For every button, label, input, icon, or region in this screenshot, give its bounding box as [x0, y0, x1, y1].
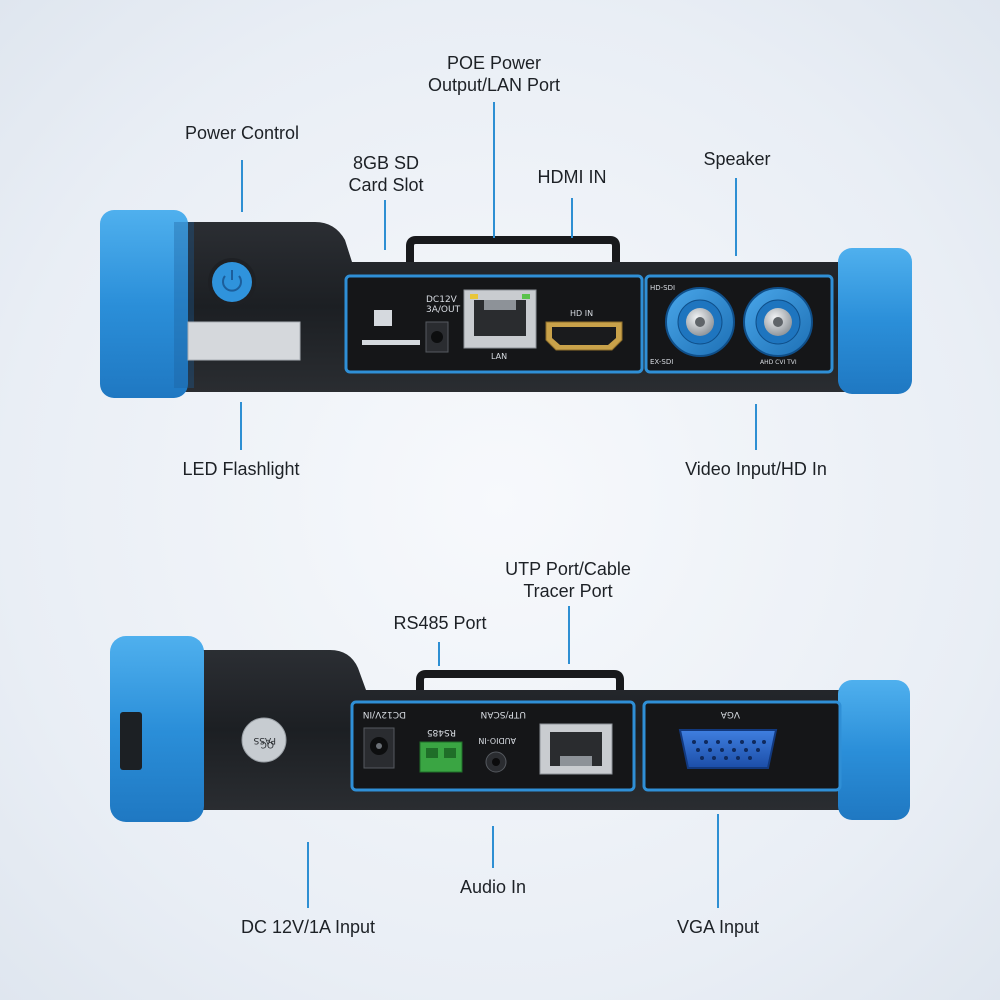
- leader-line: [735, 178, 737, 256]
- dc12v-label: DC12V: [426, 295, 458, 305]
- audio-in-label: AUDIO-IN: [478, 736, 516, 745]
- dc12v-in-label: DC12V/IN: [363, 709, 406, 719]
- leader-line: [240, 402, 242, 450]
- ex-sdi-label: EX-SDI: [650, 358, 673, 366]
- leader-line: [571, 198, 573, 238]
- leader-line: [717, 814, 719, 908]
- vga-port[interactable]: [678, 729, 778, 769]
- callout-rs485-port: RS485 Port: [393, 613, 487, 633]
- right-bumper: [838, 248, 912, 394]
- qc-pass-sticker: [241, 717, 287, 763]
- callout-led-flashlight: LED Flashlight: [182, 459, 300, 479]
- leader-line: [568, 606, 570, 664]
- leader-line: [493, 102, 495, 238]
- pass-label: PASS: [253, 735, 276, 745]
- leader-line: [755, 404, 757, 450]
- callout-utp-port: UTP Port/Cable Tracer Port: [505, 559, 631, 601]
- rs485-label: RS485: [427, 727, 456, 737]
- callout-poe-power: POE Power Output/LAN Port: [427, 53, 561, 95]
- right-bumper: [838, 680, 910, 820]
- qc-label: QC: [261, 739, 274, 749]
- leader-line: [241, 160, 243, 212]
- leader-line: [438, 642, 440, 666]
- hd-in-label: HD IN: [570, 309, 593, 318]
- power-button[interactable]: [212, 262, 252, 302]
- dc12v-sub-label: 3A/OUT: [426, 305, 461, 315]
- callout-power-control: Power Control: [184, 123, 300, 143]
- leader-line: [492, 826, 494, 868]
- callout-speaker: Speaker: [703, 149, 771, 169]
- left-bumper: [110, 636, 204, 822]
- vga-label: VGA: [720, 709, 740, 719]
- side-grip: [120, 712, 142, 770]
- callout-hdmi-in: HDMI IN: [537, 167, 607, 187]
- callout-video-input: Video Input/HD In: [685, 459, 827, 479]
- lan-led-icon: [470, 294, 478, 299]
- utp-scan-label: UTP/SCAN: [481, 709, 526, 719]
- top-device: DC12V 3A/OUT LAN HD IN HD-SDI EX-SDI AHD…: [100, 210, 912, 398]
- sd-card-icon: [374, 310, 392, 326]
- lan-label: LAN: [491, 352, 507, 361]
- ahd-label: AHD CVI TVI: [760, 359, 797, 366]
- leader-line: [307, 842, 309, 908]
- sd-card-slot[interactable]: [362, 340, 420, 345]
- led-flashlight-window: [188, 322, 300, 360]
- callout-vga-input: VGA Input: [676, 917, 760, 937]
- callout-audio-in: Audio In: [459, 877, 527, 897]
- bottom-device: QC PASS DC12V/IN RS485 AUDIO-IN UTP/SCAN: [110, 636, 910, 822]
- left-bumper: [100, 210, 188, 398]
- leader-line: [384, 200, 386, 250]
- lan-led-icon: [522, 294, 530, 299]
- hd-sdi-label: HD-SDI: [650, 284, 675, 292]
- callout-sd-card-slot: 8GB SD Card Slot: [348, 153, 424, 195]
- bnc-connector-hd-sdi[interactable]: [665, 287, 735, 357]
- callout-dc-input: DC 12V/1A Input: [240, 917, 376, 937]
- bnc-connector-ahd[interactable]: [743, 287, 813, 357]
